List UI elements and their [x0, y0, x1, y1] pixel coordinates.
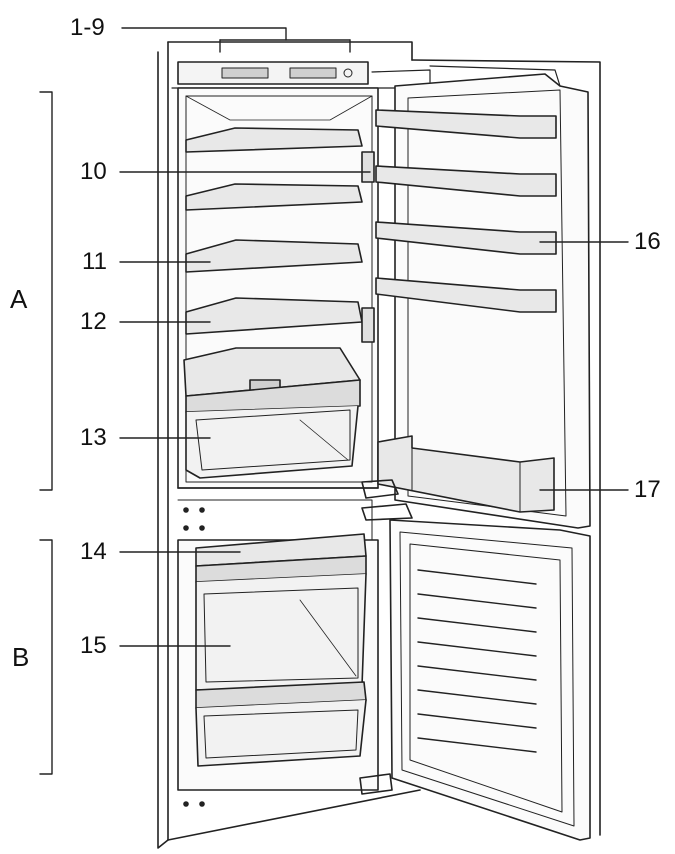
callout-controls: 1-9	[70, 14, 105, 41]
bottle-shelf	[377, 435, 555, 513]
door-hinge	[361, 479, 413, 521]
door-shelf-4	[375, 277, 557, 313]
callout-shelf-1: 11	[82, 248, 107, 275]
cabinet-housing	[157, 41, 601, 849]
freezer-door	[389, 519, 591, 841]
freezer-feet	[183, 773, 393, 807]
vegetable-drawer	[183, 347, 361, 479]
callout-freezer-drawer-top: 14	[80, 538, 107, 565]
door-shelf-3	[375, 221, 557, 255]
glass-shelf-4	[185, 297, 363, 335]
freezer-drawer-bottom	[195, 681, 367, 767]
callout-fridge-compartment: A	[10, 284, 28, 314]
compartment-divider	[177, 487, 379, 541]
callout-door-shelf: 16	[634, 228, 661, 255]
glass-shelf-3	[185, 239, 363, 273]
callout-freezer-drawer-bottom: 15	[80, 632, 107, 659]
freezer-drawer-top	[195, 533, 367, 691]
callout-bottle-shelf: 17	[634, 476, 661, 503]
leader-lines	[39, 27, 629, 775]
callout-shelf-2: 12	[80, 308, 107, 335]
control-panel	[171, 61, 401, 89]
glass-shelf-2	[185, 183, 363, 211]
callout-freezer-compartment: B	[12, 642, 30, 672]
freezer-door-ribs	[417, 569, 537, 753]
callout-shelf-rail: 10	[80, 158, 107, 185]
door-shelf-2	[375, 165, 557, 197]
glass-shelf-top	[185, 127, 363, 153]
callout-vegetable-drawer: 13	[80, 424, 107, 451]
door-shelf-1	[375, 109, 557, 139]
shelf-rail	[361, 151, 375, 343]
